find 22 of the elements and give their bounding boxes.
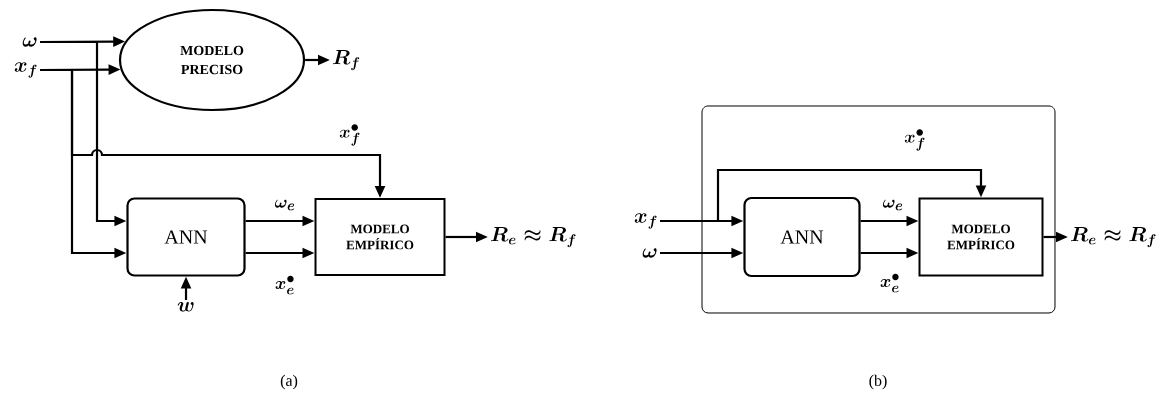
panel-label: (b) — [869, 374, 887, 390]
signal-label: $R_f$ — [333, 49, 360, 71]
signal-label: $\omega$ — [22, 37, 37, 47]
arrow — [660, 168, 987, 223]
edge-label: $\omega_e$ — [882, 199, 903, 211]
process-box: ANN — [126, 197, 246, 277]
signal-label: $x_f$ — [14, 62, 37, 78]
edge-label: $\omega_e$ — [274, 199, 295, 211]
system-frame — [701, 105, 1056, 314]
panel-label: (a) — [280, 374, 298, 390]
signal-label: $\omega$ — [642, 248, 657, 258]
signal-label: $R_e \approx R_f$ — [491, 226, 576, 248]
process-box: MODELO EMPÍRICO — [918, 197, 1044, 277]
process-box: MODELO EMPÍRICO — [314, 198, 446, 276]
signal-label: $x_f$ — [634, 213, 657, 229]
signal-label: $R_e \approx R_f$ — [1071, 226, 1156, 248]
edge-label: $x_e^{\bullet}$ — [275, 275, 294, 295]
process-box: ANN — [743, 196, 861, 278]
edge-label: $x_e^{\bullet}$ — [880, 273, 899, 293]
edge-label: $x_f^{\bullet}$ — [904, 129, 925, 151]
signal-label: $w$ — [177, 301, 194, 312]
edge-label: $x_f^{\bullet}$ — [339, 124, 360, 146]
